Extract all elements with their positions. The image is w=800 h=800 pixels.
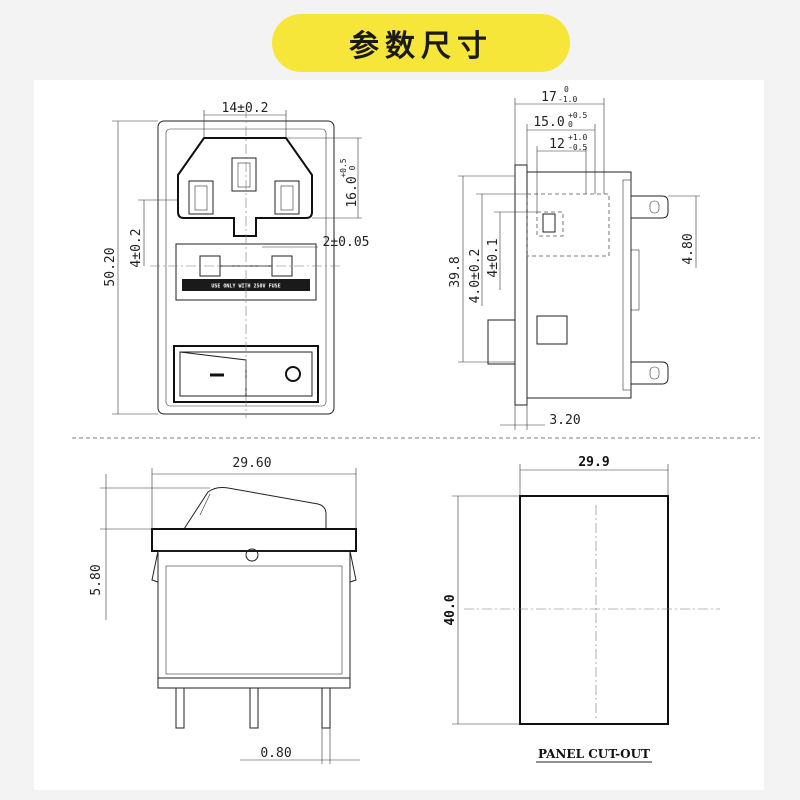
dim-pin: 0.80 xyxy=(260,746,291,761)
page-title: 参数尺寸 xyxy=(349,29,493,64)
switch-view: 29.60 5.80 0.80 xyxy=(89,456,360,764)
svg-text:-1.0: -1.0 xyxy=(558,95,577,104)
side-flange xyxy=(514,164,528,406)
dim-cutout-height: 40.0 xyxy=(443,594,458,625)
svg-text:0: 0 xyxy=(564,85,569,94)
side-terminal-bottom xyxy=(631,361,669,385)
dim-flange: 3.20 xyxy=(549,413,580,428)
svg-text:-0.5: -0.5 xyxy=(568,143,587,152)
side-internal-cavity xyxy=(526,193,610,257)
switch-off-symbol xyxy=(285,366,301,382)
dim-socket-height: 16.0 xyxy=(345,176,360,207)
svg-text:0: 0 xyxy=(568,120,573,129)
side-switch-knob xyxy=(487,319,516,365)
dim-side-height: 39.8 xyxy=(448,256,463,287)
dim-offset-a: 4.0±0.2 xyxy=(468,249,483,304)
cutout-rect xyxy=(519,495,669,725)
switch-bezel xyxy=(151,528,357,552)
cutout-view: 29.9 40.0 PANEL CUT-OUT xyxy=(443,455,720,763)
dim-terminal: 4.80 xyxy=(681,233,696,264)
socket-pin-left xyxy=(188,180,214,215)
side-terminal-top xyxy=(631,195,669,219)
socket-pin-earth xyxy=(231,157,257,192)
dim-17: 17 xyxy=(541,90,557,105)
iec-socket-outline xyxy=(177,137,313,237)
cutout-label: PANEL CUT-OUT xyxy=(538,747,650,761)
switch-rocker-top xyxy=(183,487,327,530)
dim-cutout-width: 29.9 xyxy=(578,455,609,470)
svg-text:+0.5: +0.5 xyxy=(568,111,587,120)
switch-pin-right xyxy=(321,687,331,729)
dim-height-total: 50.20 xyxy=(103,247,118,286)
title-banner: 参数尺寸 xyxy=(272,14,570,72)
side-body xyxy=(526,171,632,399)
dim-15: 15.0 xyxy=(533,115,564,130)
dim-offset-b: 4±0.1 xyxy=(486,238,501,277)
svg-text:+1.0: +1.0 xyxy=(568,133,587,142)
socket-pin-right xyxy=(274,180,300,215)
switch-body xyxy=(157,550,351,679)
switch-pin-left xyxy=(175,687,185,729)
dim-switch-width: 29.60 xyxy=(232,456,271,471)
svg-text:0: 0 xyxy=(348,165,357,170)
dim-width-top: 14±0.2 xyxy=(222,101,269,116)
drawing-panel xyxy=(34,80,764,790)
dim-12: 12 xyxy=(549,137,565,152)
fuse-label-text: USE ONLY WITH 250V FUSE xyxy=(211,284,280,290)
side-view: 17 0 -1.0 15.0 +0.5 0 12 +1.0 -0.5 39.8 … xyxy=(448,85,700,430)
front-view: USE ONLY WITH 250V FUSE 14±0.2 50.20 4±0… xyxy=(103,101,369,418)
dim-rocker-height: 5.80 xyxy=(89,564,104,595)
svg-text:+0.5: +0.5 xyxy=(339,158,348,177)
dim-gap: 2±0.05 xyxy=(323,235,370,250)
switch-pin-center xyxy=(249,687,259,729)
dim-fuse-offset: 4±0.2 xyxy=(129,228,144,267)
